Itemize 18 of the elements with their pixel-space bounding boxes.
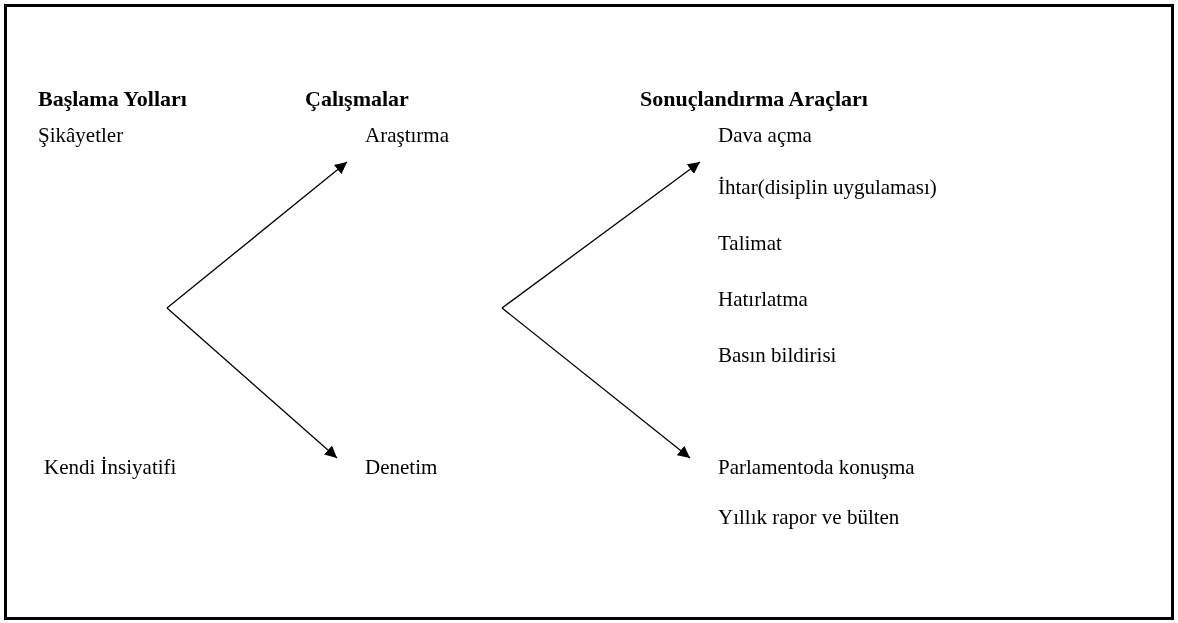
item-text: Araştırma [365, 122, 449, 148]
list-item: Yıllık rapor ve bülten [718, 504, 900, 530]
list-item: Talimat [718, 230, 782, 256]
list-item: Hatırlatma [718, 286, 808, 312]
arrow [501, 307, 691, 459]
item-text: Denetim [365, 454, 438, 480]
item-text: Dava açma [718, 122, 812, 148]
arrow [166, 307, 338, 459]
column-heading: Başlama Yolları [38, 86, 187, 112]
column-heading: Sonuçlandırma Araçları [640, 86, 868, 112]
list-item: Şikâyetler [38, 122, 124, 148]
list-item: Kendi İnsiyatifi [44, 454, 177, 480]
list-item: İhtar(disiplin uygulaması) [718, 174, 937, 200]
item-text: Parlamentoda konuşma [718, 454, 915, 480]
column-heading: Çalışmalar [305, 86, 409, 112]
arrow [166, 161, 348, 309]
arrow [501, 161, 701, 309]
list-item: Basın bildirisi [718, 342, 837, 368]
